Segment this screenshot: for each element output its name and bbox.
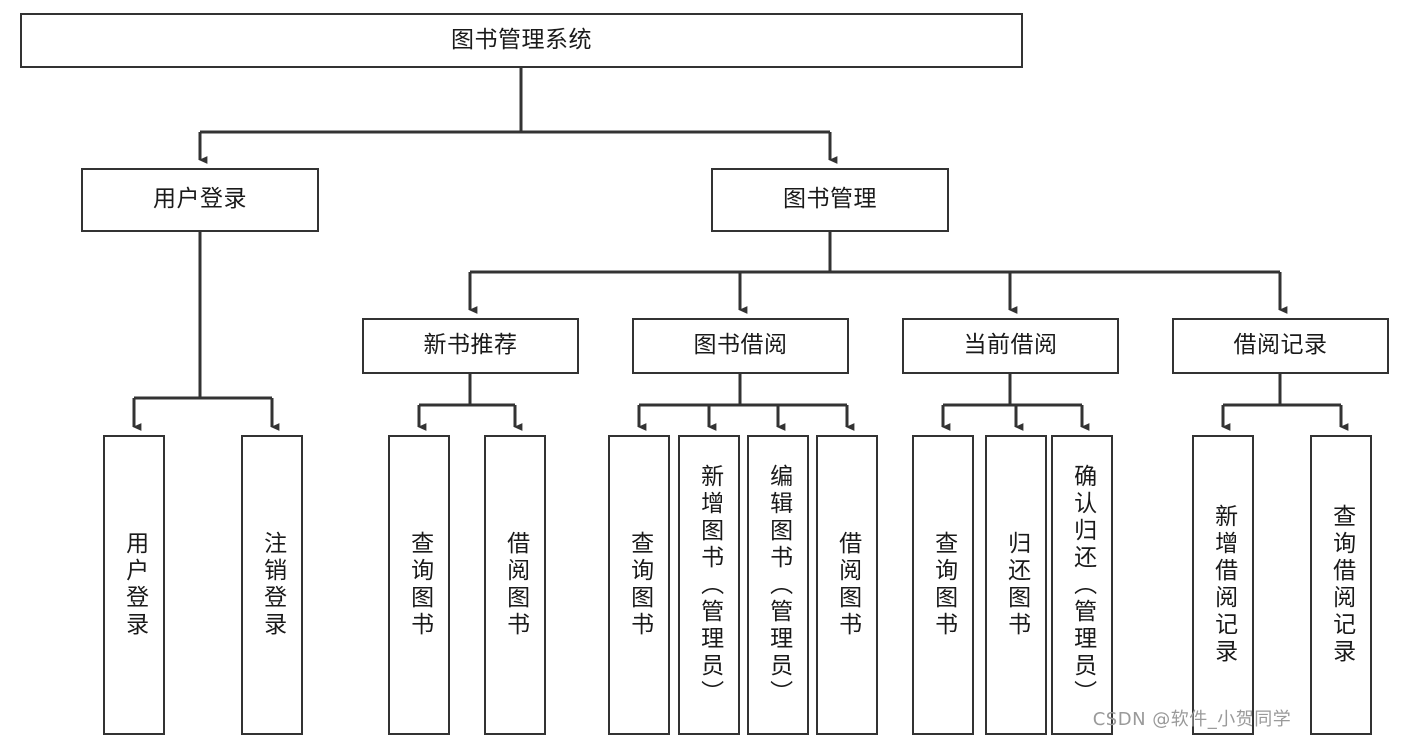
leaf-query-book-current[interactable]: 查询图书 [912, 435, 974, 735]
leaf-query-record-label: 查询借阅记录 [1328, 504, 1355, 666]
leaf-return-book[interactable]: 归还图书 [985, 435, 1047, 735]
leaf-user-login[interactable]: 用户登录 [103, 435, 165, 735]
node-root[interactable]: 图书管理系统 [20, 13, 1023, 68]
leaf-edit-book-label: 编辑图书（管理员） [765, 463, 792, 707]
leaf-user-login-label: 用户登录 [121, 531, 148, 639]
leaf-query-book-rec[interactable]: 查询图书 [388, 435, 450, 735]
node-book-management[interactable]: 图书管理 [711, 168, 949, 232]
node-book-borrow[interactable]: 图书借阅 [632, 318, 849, 374]
node-book-borrow-label: 图书借阅 [693, 332, 788, 359]
leaf-borrow-book-rec-label: 借阅图书 [502, 531, 529, 639]
node-new-book-recommend-label: 新书推荐 [423, 332, 518, 359]
leaf-confirm-return-label: 确认归还（管理员） [1069, 463, 1096, 707]
leaf-query-book-borrow-label: 查询图书 [626, 531, 653, 639]
node-user-login-label: 用户登录 [153, 186, 247, 213]
leaf-add-record[interactable]: 新增借阅记录 [1192, 435, 1254, 735]
csdn-watermark: CSDN @软件_小贺同学 [1092, 709, 1292, 730]
leaf-query-book-borrow[interactable]: 查询图书 [608, 435, 670, 735]
node-root-label: 图书管理系统 [451, 26, 592, 53]
node-borrow-record[interactable]: 借阅记录 [1172, 318, 1389, 374]
node-current-borrow-label: 当前借阅 [963, 332, 1058, 359]
leaf-query-book-current-label: 查询图书 [930, 531, 957, 639]
leaf-borrow-book-rec[interactable]: 借阅图书 [484, 435, 546, 735]
node-current-borrow[interactable]: 当前借阅 [902, 318, 1119, 374]
node-new-book-recommend[interactable]: 新书推荐 [362, 318, 579, 374]
leaf-confirm-return[interactable]: 确认归还（管理员） [1051, 435, 1113, 735]
leaf-add-record-label: 新增借阅记录 [1210, 504, 1237, 666]
leaf-borrow-book-label: 借阅图书 [834, 531, 861, 639]
node-book-management-label: 图书管理 [783, 186, 877, 213]
leaf-add-book[interactable]: 新增图书（管理员） [678, 435, 740, 735]
leaf-query-book-rec-label: 查询图书 [406, 531, 433, 639]
leaf-return-book-label: 归还图书 [1003, 531, 1030, 639]
leaf-edit-book[interactable]: 编辑图书（管理员） [747, 435, 809, 735]
leaf-borrow-book[interactable]: 借阅图书 [816, 435, 878, 735]
leaf-user-logout[interactable]: 注销登录 [241, 435, 303, 735]
node-borrow-record-label: 借阅记录 [1233, 332, 1328, 359]
leaf-user-logout-label: 注销登录 [259, 531, 286, 639]
leaf-query-record[interactable]: 查询借阅记录 [1310, 435, 1372, 735]
leaf-add-book-label: 新增图书（管理员） [696, 463, 723, 707]
node-user-login[interactable]: 用户登录 [81, 168, 319, 232]
